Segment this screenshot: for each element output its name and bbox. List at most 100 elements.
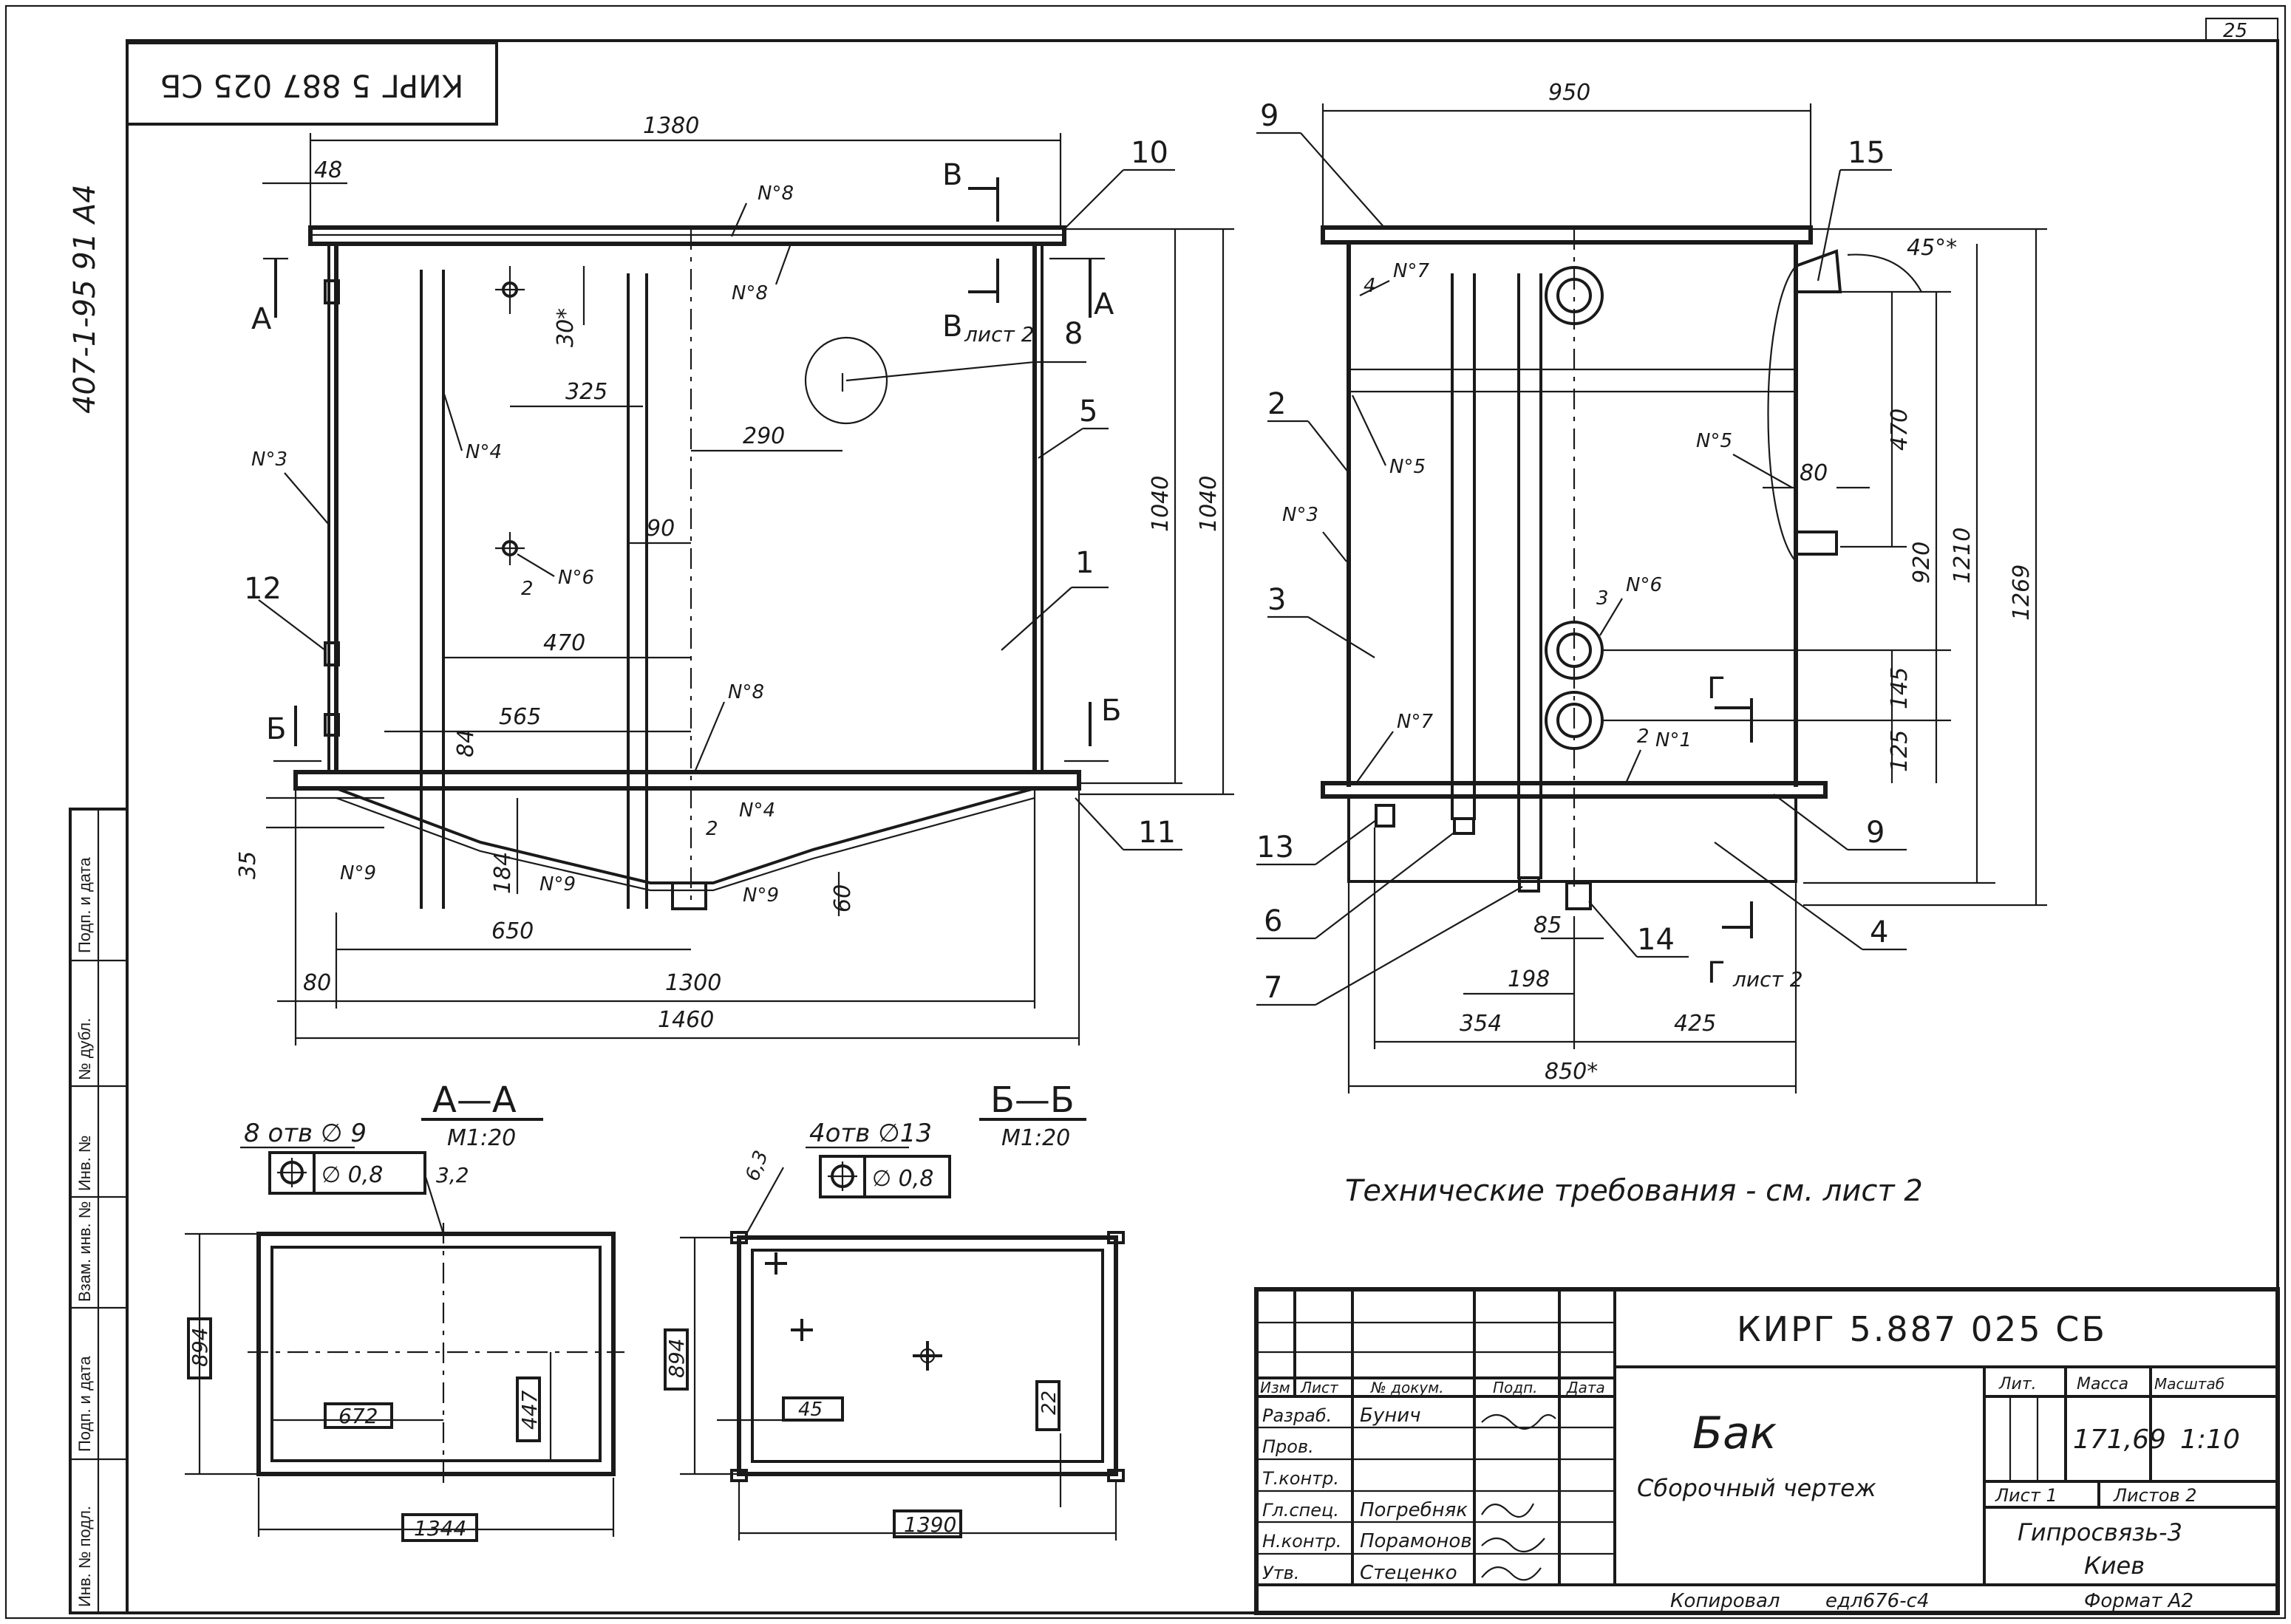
- dim-90: 90: [647, 516, 675, 542]
- dim-470: 470: [543, 630, 585, 656]
- label-12: 12: [244, 572, 326, 651]
- tb-doc-code: КИРГ 5.887 025 СБ: [1737, 1309, 2107, 1349]
- dim-1460: 1460: [658, 1007, 714, 1033]
- section-mark-v-top: В: [942, 158, 999, 222]
- label-9-bottom: 9: [1773, 794, 1907, 851]
- signature-2: [1481, 1503, 1534, 1518]
- section-bb-894: 894: [664, 1339, 689, 1378]
- note-two-b: 2: [706, 818, 718, 840]
- svg-text:3: 3: [1267, 583, 1286, 617]
- svg-text:11: 11: [1138, 816, 1176, 850]
- front-dimensions: 1380 48 1040 1040 325 290 90 470 565 84 …: [235, 113, 1234, 1045]
- svg-text:Г: Г: [1707, 956, 1725, 990]
- tb-name-5: Стеценко: [1360, 1562, 1457, 1584]
- dim-325: 325: [565, 379, 607, 405]
- side-view: Г Г лист 2 9 15 2 3 13 6: [1256, 80, 2047, 1094]
- section-bb: Б—Б М1:20 4отв ∅13 ∅ 0,8 6,3 894 45 22: [664, 1079, 1125, 1541]
- svg-text:6: 6: [1264, 904, 1282, 938]
- tb-sheets: Листов 2: [2113, 1485, 2197, 1506]
- svg-text:2: 2: [1267, 387, 1286, 421]
- dim-side-198: 198: [1508, 966, 1550, 992]
- tb-copied-code: едл676-с4: [1825, 1590, 1929, 1612]
- svg-text:лист 2: лист 2: [964, 322, 1035, 347]
- side-note-n3: N°3: [1282, 504, 1318, 526]
- label-2: 2: [1267, 387, 1349, 474]
- fitting-14: [1565, 881, 1592, 910]
- section-bb-title: Б—Б: [990, 1079, 1075, 1121]
- strip-vzam: Взам. инв. №: [75, 1201, 94, 1302]
- section-aa-holes: 8 отв ∅ 9: [244, 1119, 367, 1148]
- bb-hole-2: [791, 1319, 813, 1341]
- dim-side-425: 425: [1674, 1011, 1716, 1037]
- label-14: 14: [1588, 901, 1689, 958]
- side-note-three: 3: [1596, 587, 1609, 610]
- strip-inv-podl: Инв. № подл.: [75, 1506, 94, 1607]
- section-bb-frame-outer: [737, 1235, 1118, 1476]
- dim-side-1210: 1210: [1950, 528, 1975, 584]
- strip-podp-data-1: Подп. и дата: [75, 857, 94, 953]
- tb-name-3: Погребняк: [1360, 1499, 1468, 1521]
- section-aa-tolerance-frame: [268, 1151, 426, 1195]
- label-13: 13: [1256, 819, 1377, 866]
- dim-side-950: 950: [1548, 80, 1590, 106]
- label-10: 10: [1063, 136, 1175, 230]
- section-aa-tol: ∅ 0,8: [321, 1162, 383, 1188]
- side-lid: [1321, 225, 1813, 245]
- svg-text:Б: Б: [266, 712, 286, 746]
- tb-format: Формат А2: [2084, 1590, 2193, 1612]
- tb-scale-head: Масштаб: [2154, 1375, 2224, 1393]
- section-aa-frame-outer: [256, 1232, 616, 1476]
- tb-role-0: Разраб.: [1262, 1405, 1332, 1426]
- svg-text:5: 5: [1079, 395, 1097, 429]
- tb-head-data: Дата: [1566, 1379, 1605, 1396]
- fitting-12: [324, 641, 340, 666]
- section-mark-a-left: A: [251, 257, 288, 336]
- svg-text:4: 4: [1870, 915, 1888, 949]
- section-aa-672: 672: [338, 1404, 378, 1428]
- tb-mass-head: Масса: [2077, 1375, 2128, 1393]
- dim-80: 80: [303, 970, 331, 996]
- svg-text:9: 9: [1866, 816, 1885, 850]
- signature-1: [1481, 1413, 1556, 1430]
- dim-side-920: 920: [1909, 542, 1935, 584]
- signature-4: [1481, 1566, 1542, 1581]
- dim-front-1380: 1380: [643, 113, 699, 139]
- section-aa-894: 894: [188, 1328, 212, 1367]
- svg-text:14: 14: [1637, 923, 1675, 957]
- side-note-four: 4: [1364, 275, 1376, 297]
- dim-60: 60: [830, 884, 856, 912]
- bb-hole-3: [913, 1341, 942, 1371]
- tb-role-3: Гл.спец.: [1262, 1500, 1339, 1521]
- note-n4-top: N°4: [466, 441, 502, 463]
- side-dimensions: 950 45°* 470 80 920 1210 1269 145 125: [1321, 80, 2047, 1094]
- side-flange-mid: [1545, 621, 1604, 680]
- left-strip: Подп. и дата № дубл. Инв. № Взам. инв. №…: [69, 808, 129, 1614]
- tb-role-2: Т.контр.: [1262, 1468, 1339, 1489]
- side-note-n5-left: N°5: [1389, 456, 1426, 478]
- page-number: 25: [2223, 20, 2247, 42]
- dim-1300: 1300: [665, 970, 721, 996]
- label-9-top: 9: [1256, 99, 1386, 230]
- section-bb-rough: 6,3: [741, 1147, 772, 1184]
- section-mark-a-right: A: [1049, 257, 1114, 321]
- svg-text:Г: Г: [1707, 672, 1725, 706]
- section-mark-b-right: Б: [1064, 694, 1121, 762]
- side-sump: [1347, 795, 1797, 883]
- note-n9-b: N°9: [539, 873, 576, 895]
- dim-84: 84: [453, 729, 479, 757]
- bb-hole-1: [765, 1252, 787, 1275]
- dim-side-85: 85: [1533, 912, 1562, 938]
- svg-text:1: 1: [1075, 546, 1094, 580]
- dim-side-1269: 1269: [2009, 564, 2035, 621]
- section-aa: А—А М1:20 8 отв ∅ 9 ∅ 0,8 3,2 894 672 44…: [185, 1079, 624, 1542]
- svg-text:10: 10: [1131, 136, 1168, 170]
- side-note-n7-bottom: N°7: [1397, 711, 1433, 733]
- side-note-two: 2: [1637, 726, 1650, 748]
- svg-text:лист 2: лист 2: [1732, 967, 1803, 992]
- section-bb-1390: 1390: [904, 1512, 956, 1537]
- dim-side-354: 354: [1460, 1011, 1502, 1037]
- tb-org-1: Гипросвязь-3: [2018, 1518, 2182, 1546]
- front-bottom-plate: [293, 770, 1081, 791]
- side-note-n5-right: N°5: [1696, 430, 1732, 452]
